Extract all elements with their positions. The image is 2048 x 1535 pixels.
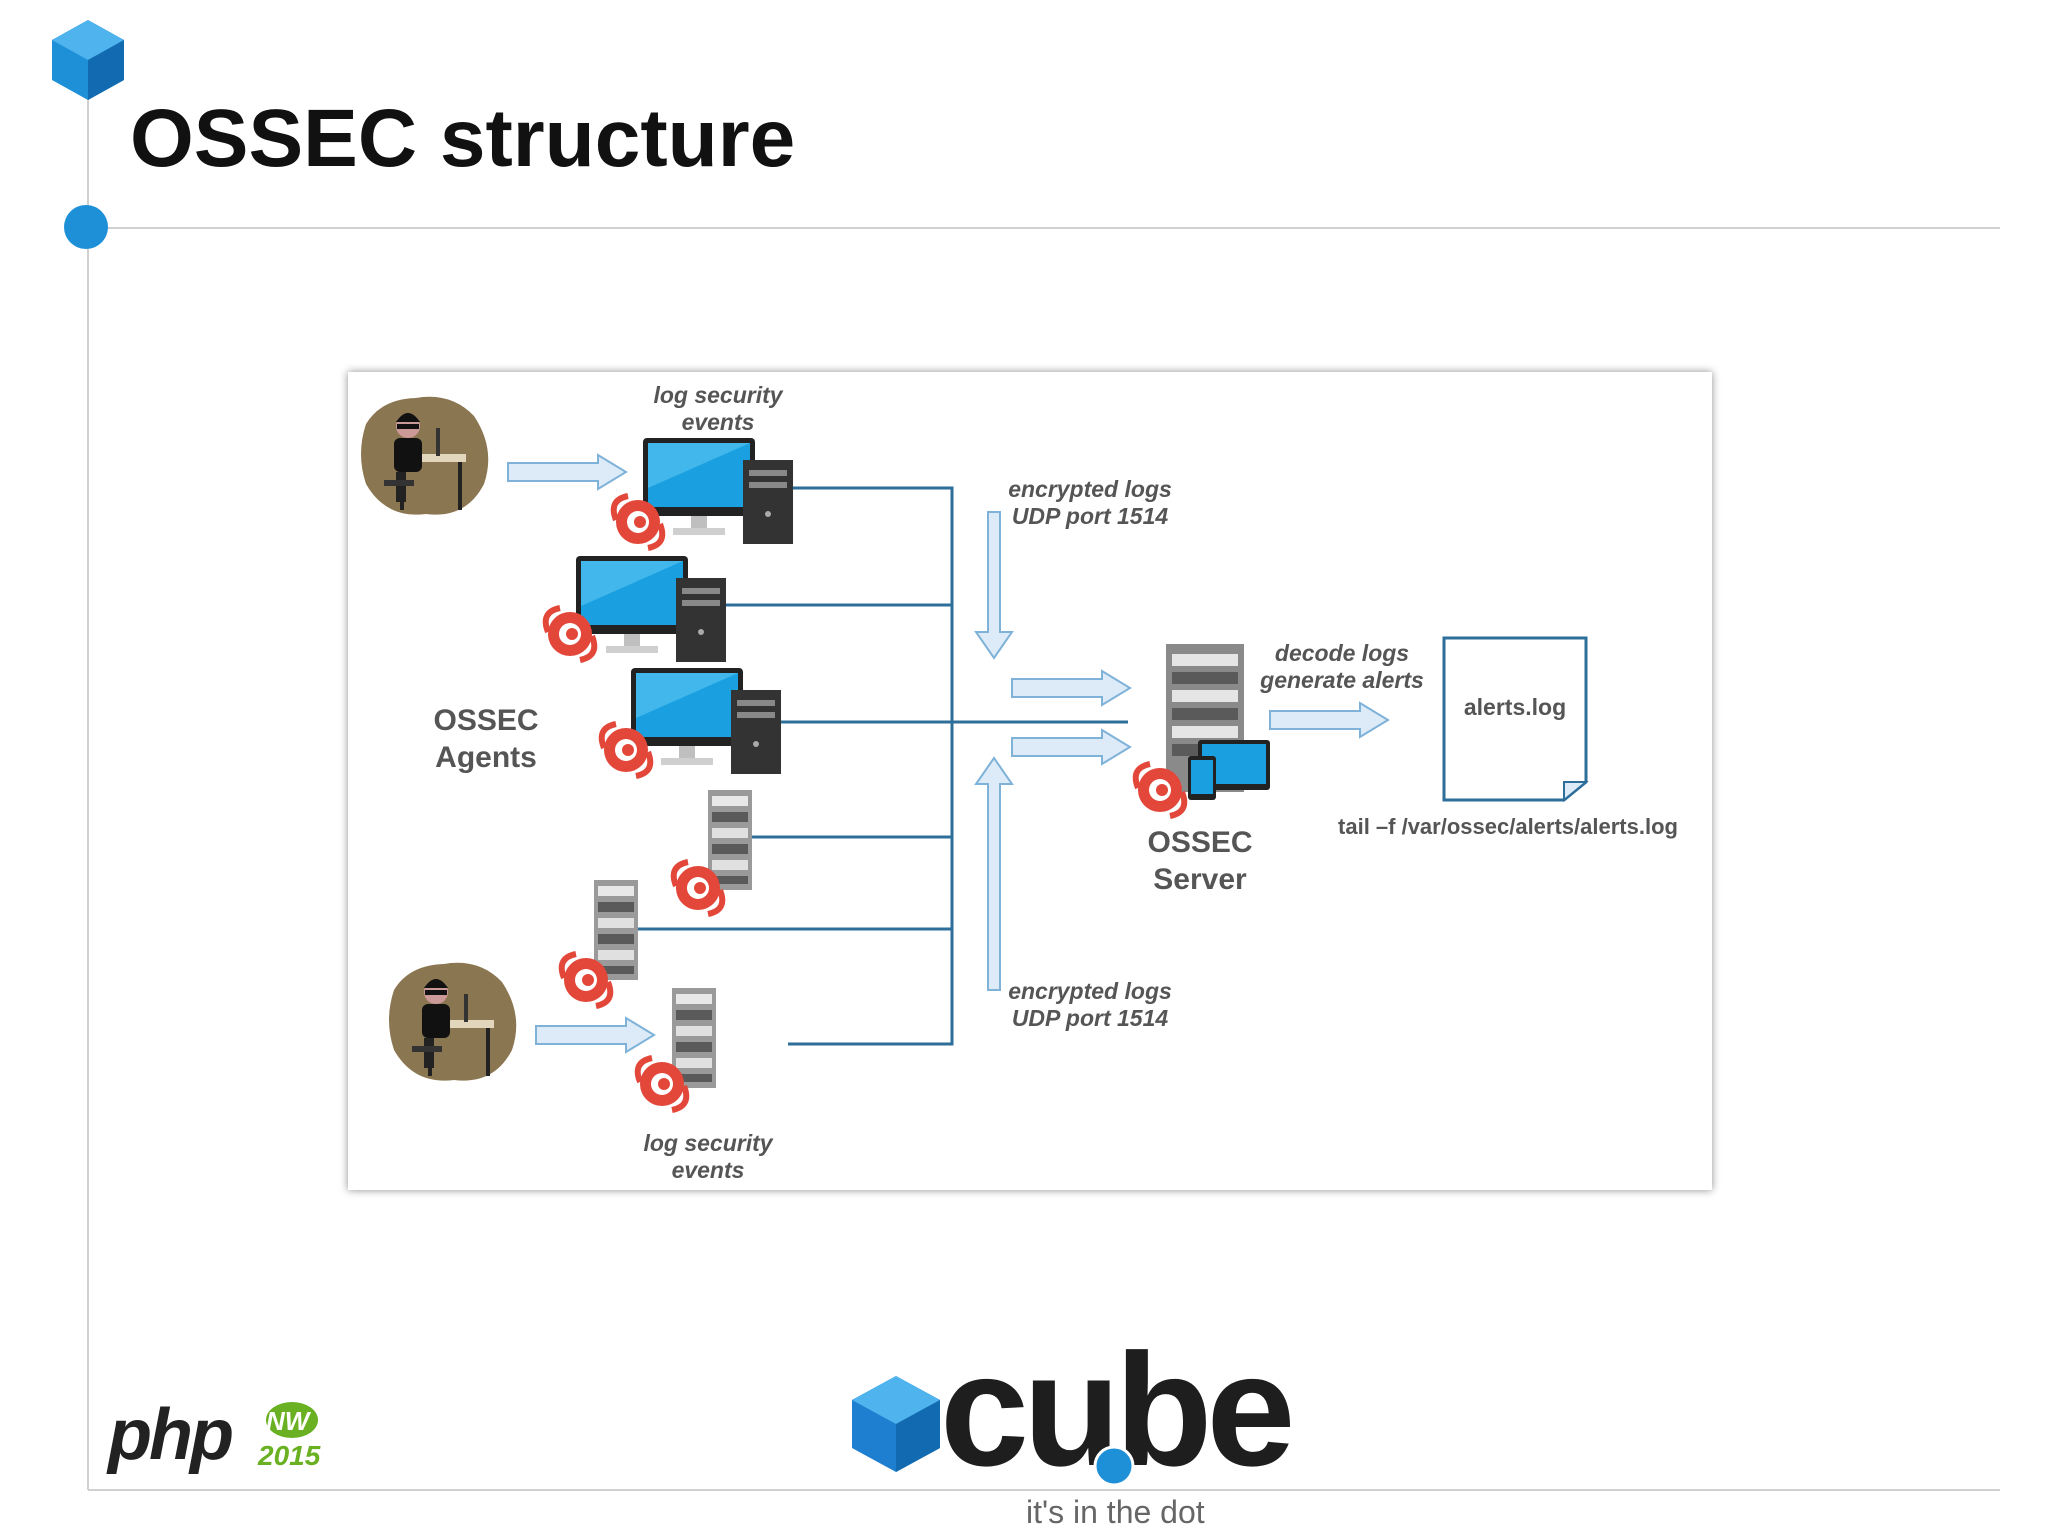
nw-badge-text: NW [266,1406,310,1436]
agent-connection-lines [638,486,1128,1046]
bottom-log-label: log security events [608,1130,808,1184]
agent-desktop-3-icon [631,668,781,774]
slide-title: OSSEC structure [130,93,796,184]
phpnw-logo: php NW 2015 [108,1394,348,1494]
bottom-log-label-line1: log security [643,1130,773,1156]
attacker-bottom-icon [389,962,517,1081]
ossec-server-icon [1166,644,1270,800]
nw-badge-year: 2015 [258,1440,321,1471]
alerts-file-label: alerts.log [1463,694,1567,720]
server-label-line1: OSSEC [1147,826,1253,859]
agent-desktop-1-icon [643,438,793,544]
top-log-label-line2: events [681,409,755,435]
tail-command-label: tail –f /var/ossec/alerts/alerts.log [1338,814,1678,839]
nw-badge-icon [266,1402,318,1438]
server-label-line2: Server [1153,863,1247,896]
top-encrypted-label: encrypted logs UDP port 1514 [990,476,1190,530]
top-encrypted-line1: encrypted logs [1008,476,1172,502]
encrypted-up-arrow [974,756,1014,991]
decode-label-line2: generate alerts [1260,667,1424,693]
agent-desktop-2-icon [576,556,726,662]
decode-label-line1: decode logs [1274,640,1410,666]
top-log-label: log security events [618,382,818,436]
top-log-label-line1: log security [653,382,783,408]
rail-dot-icon [64,205,108,249]
arrow-hacker-top [507,454,627,490]
bottom-log-label-line2: events [671,1157,745,1183]
diagram-canvas [361,396,1589,1190]
cube-logo-icon [852,1376,940,1472]
agents-label-line2: Agents [435,741,537,774]
cube-tagline: it's in the dot [1026,1494,1205,1530]
php-wordmark: php [108,1395,234,1475]
arrow-to-alerts [1269,702,1389,738]
bottom-encrypted-label: encrypted logs UDP port 1514 [990,978,1190,1032]
cube-icon [52,20,124,100]
alerts-log-file-icon [1442,636,1589,803]
ossec-diagram: log security events log security events … [348,372,1712,1190]
agents-label: OSSEC Agents [406,702,566,776]
top-encrypted-line2: UDP port 1514 [1011,503,1169,529]
arrow-hacker-bottom [535,1017,655,1053]
decode-label: decode logs generate alerts [1242,640,1442,694]
agents-label-line1: OSSEC [433,704,539,737]
server-label: OSSEC Server [1120,824,1280,898]
encrypted-down-arrow [974,511,1014,660]
bottom-encrypted-line2: UDP port 1514 [1011,1005,1169,1031]
attacker-top-icon [361,396,489,515]
bottom-encrypted-line1: encrypted logs [1008,978,1172,1004]
arrow-to-server-1 [1011,670,1131,706]
cube-dot-icon [1093,1445,1135,1487]
arrow-to-server-2 [1011,729,1131,765]
